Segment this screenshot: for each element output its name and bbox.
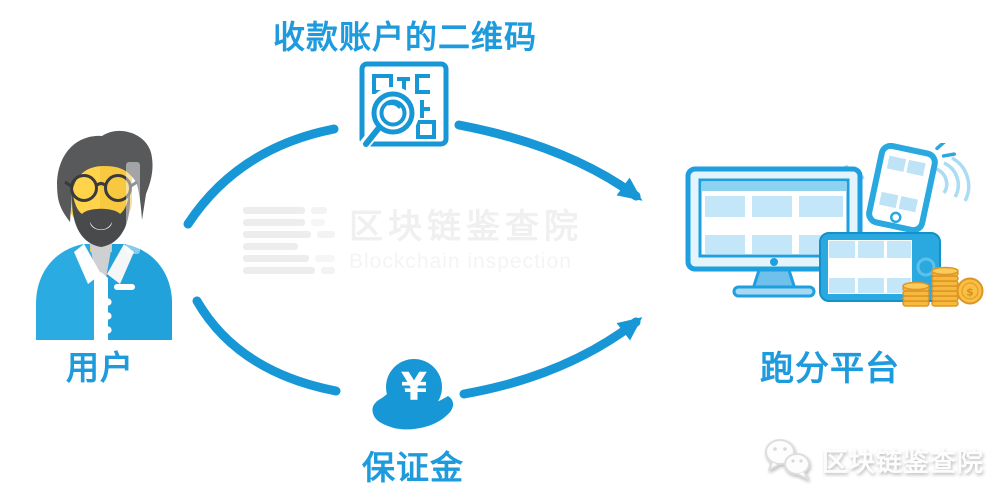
watermark-en: Blockchain inspection [349,250,572,273]
platform-node-label: 跑分平台 [760,350,900,388]
footer-brand-text: 区块链鉴查院 [822,446,985,477]
svg-text:$: $ [966,286,974,299]
arrow-qr-to-platform [454,120,643,201]
svg-text:¥: ¥ [401,365,427,409]
user-avatar-icon [36,130,172,340]
gold-coins-icon: $ [902,266,984,307]
platform-devices-icon: $ [685,143,984,307]
watermark-text: 区块链鉴查院 Blockchain inspection [349,205,583,275]
hand-yuan-coin-icon: ¥ [372,359,454,430]
wechat-icon [765,439,810,480]
footer-brand: 区块链鉴查院 [763,436,984,484]
center-watermark: 区块链鉴查院 Blockchain inspection [243,205,583,277]
user-node-label: 用户 [66,349,134,386]
watermark-cn: 区块链鉴查院 [349,208,583,246]
arc-user-to-qr [183,124,339,229]
phone-icon [866,143,956,234]
text-lines-logo-icon [243,207,335,274]
qr-caption: 收款账户的二维码 [272,19,537,55]
deposit-node-label: 保证金 [362,449,464,486]
arc-user-to-deposit [192,296,341,396]
qr-code-magnifier-icon [359,61,449,150]
arrow-deposit-to-platform [459,317,643,399]
